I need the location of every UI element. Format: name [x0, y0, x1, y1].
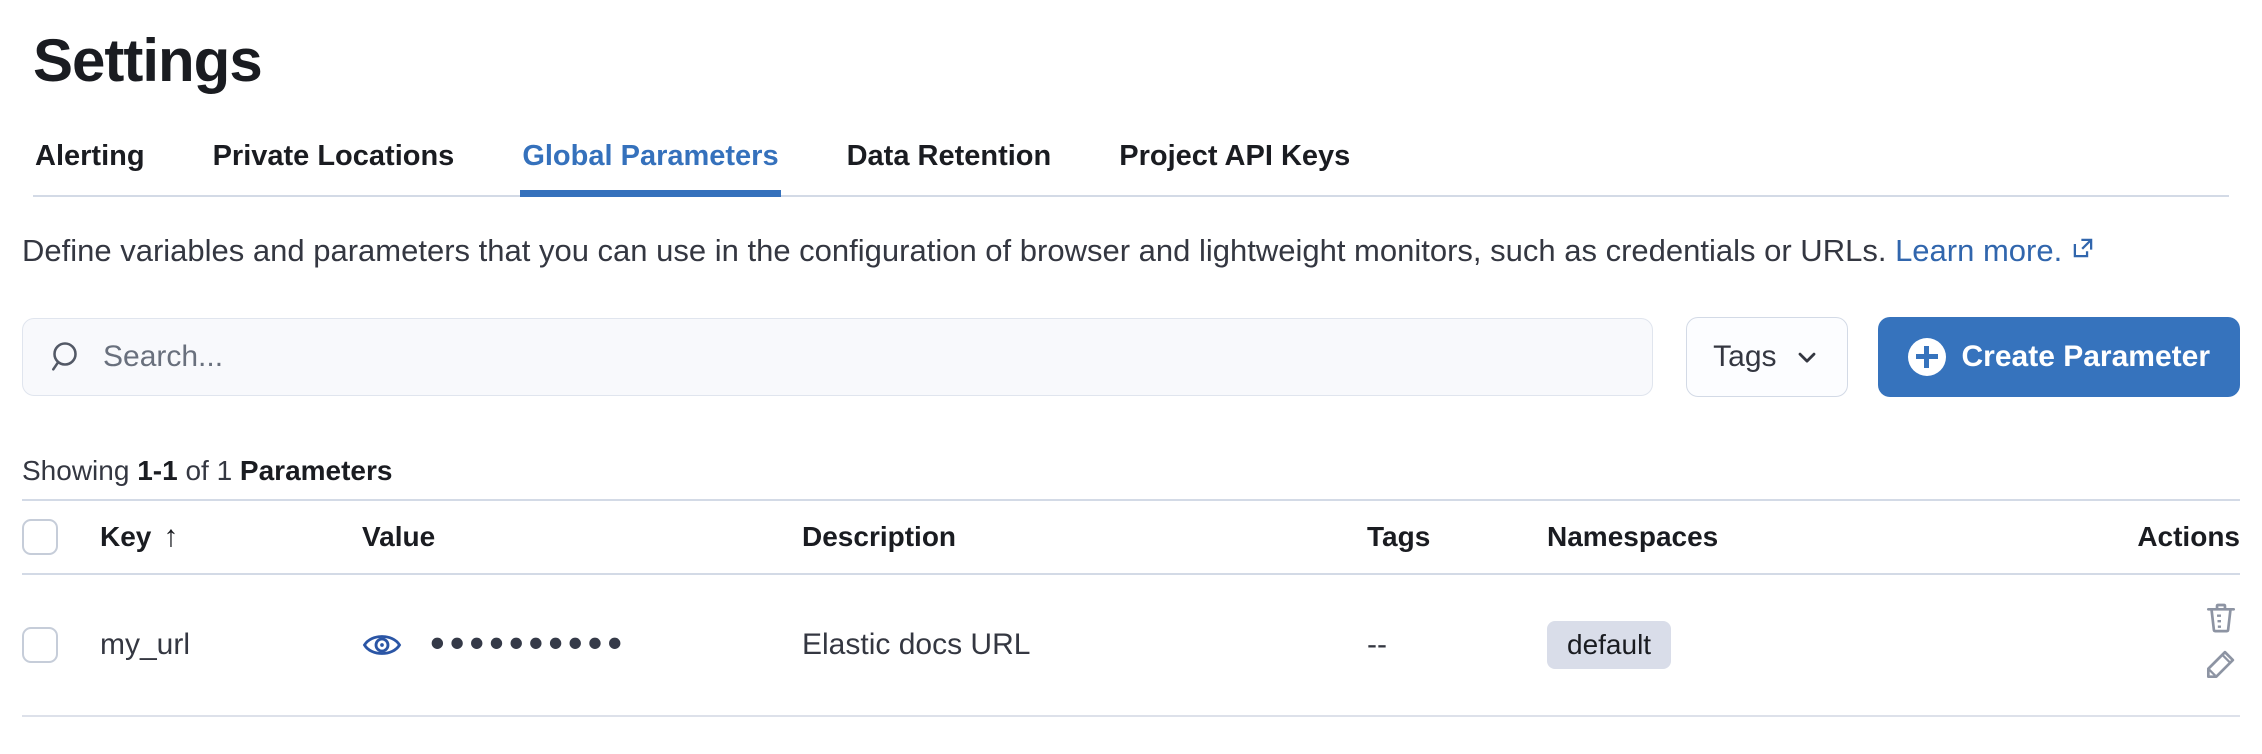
table-header-row: Key ↑ Value Description Tags Namespaces A… — [22, 500, 2240, 574]
description-cell: Elastic docs URL — [802, 628, 1031, 661]
column-header-key[interactable]: Key ↑ — [100, 500, 362, 574]
search-icon — [52, 342, 77, 371]
column-header-tags: Tags — [1367, 521, 1431, 552]
summary-range: 1-1 — [137, 455, 178, 486]
summary-of: of 1 — [185, 455, 233, 486]
select-row-checkbox[interactable] — [22, 627, 58, 663]
page-description: Define variables and parameters that you… — [22, 227, 2234, 275]
masked-value: •••••••••• — [430, 619, 628, 666]
eye-icon — [362, 635, 402, 655]
learn-more-link[interactable]: Learn more. — [1895, 233, 2096, 268]
tab-private-locations[interactable]: Private Locations — [212, 140, 455, 172]
summary-prefix: Showing — [22, 455, 130, 486]
chevron-down-icon — [1798, 352, 1815, 363]
select-all-checkbox[interactable] — [22, 519, 58, 555]
parameters-toolbar: Tags Create Parameter — [22, 317, 2240, 397]
value-cell: •••••••••• — [362, 619, 802, 666]
column-header-description: Description — [802, 521, 957, 552]
parameter-row: my_url •••••••••• Elastic docs UR — [22, 574, 2240, 716]
external-link-icon — [2070, 227, 2096, 275]
tags-cell: -- — [1367, 628, 1387, 661]
column-header-actions: Actions — [2137, 521, 2240, 552]
plus-circle-icon — [1907, 338, 1946, 376]
search-box[interactable] — [22, 318, 1654, 396]
description-text: Define variables and parameters that you… — [22, 233, 1887, 268]
tags-filter-label: Tags — [1713, 340, 1777, 373]
settings-page: Settings Alerting Private Locations Glob… — [0, 28, 2262, 717]
create-parameter-label: Create Parameter — [1961, 340, 2210, 373]
edit-parameter-button[interactable] — [2202, 645, 2240, 683]
sort-ascending-icon: ↑ — [163, 520, 179, 553]
tab-alerting[interactable]: Alerting — [35, 140, 145, 172]
delete-parameter-button[interactable] — [2202, 599, 2240, 637]
showing-summary: Showing 1-1 of 1 Parameters — [22, 455, 2240, 487]
key-cell: my_url — [100, 628, 191, 661]
trash-icon — [2206, 603, 2236, 633]
pencil-icon — [2206, 650, 2235, 679]
namespace-badge: default — [1547, 621, 1672, 669]
page-title: Settings — [33, 27, 263, 94]
reveal-value-button[interactable] — [362, 629, 402, 661]
parameters-table: Key ↑ Value Description Tags Namespaces A… — [22, 499, 2240, 717]
summary-entity: Parameters — [239, 455, 393, 486]
search-input[interactable] — [101, 339, 1629, 375]
create-parameter-button[interactable]: Create Parameter — [1877, 317, 2240, 397]
column-header-namespaces: Namespaces — [1547, 521, 1719, 552]
tab-project-api-keys[interactable]: Project API Keys — [1119, 140, 1351, 172]
tab-data-retention[interactable]: Data Retention — [846, 140, 1052, 172]
settings-tabs: Alerting Private Locations Global Parame… — [33, 140, 2229, 197]
tab-global-parameters[interactable]: Global Parameters — [520, 140, 781, 197]
key-header-label: Key — [100, 521, 152, 552]
tags-filter-button[interactable]: Tags — [1686, 317, 1848, 397]
learn-more-label: Learn more. — [1895, 233, 2063, 268]
column-header-value: Value — [362, 521, 436, 552]
